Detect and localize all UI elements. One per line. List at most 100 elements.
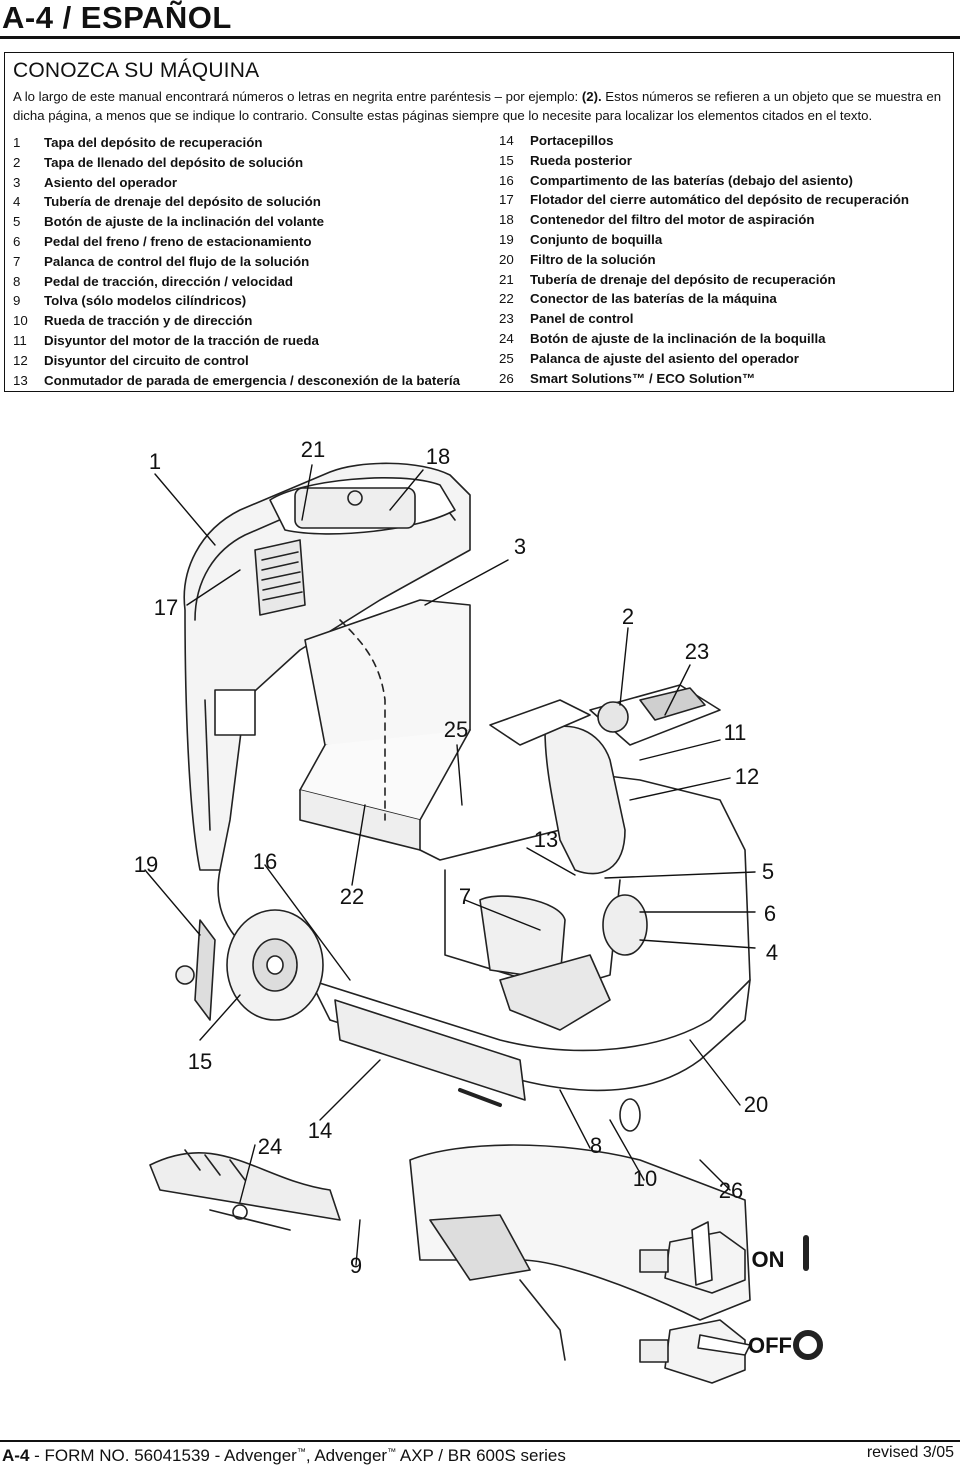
part-number: 14	[499, 133, 514, 148]
part-label: Filtro de la solución	[530, 251, 656, 267]
parts-list-item: 16 Compartimento de las baterías (debajo …	[499, 171, 909, 191]
part-label: Palanca de control del flujo de la soluc…	[44, 253, 310, 269]
part-label: Tubería de drenaje del depósito de recup…	[530, 271, 836, 287]
part-number: 20	[499, 251, 514, 267]
part-label: Portacepillos	[530, 133, 614, 148]
footer-rule	[0, 1440, 960, 1442]
part-number: 25	[499, 350, 514, 366]
callout-20: 20	[743, 1092, 769, 1117]
callout-7: 7	[458, 884, 472, 909]
part-label: Flotador del cierre automático del depós…	[530, 192, 910, 208]
intro-text-1: A lo largo de este manual encontrará núm…	[13, 89, 582, 104]
part-number: 1	[13, 135, 21, 150]
part-label: Tubería de drenaje del depósito de soluc…	[44, 194, 321, 210]
part-number: 21	[499, 271, 514, 287]
callout-4: 4	[765, 940, 779, 965]
parts-list-item: 21 Tubería de drenaje del depósito de rec…	[499, 270, 909, 290]
part-label: Tapa de llenado del depósito de solución	[44, 154, 304, 170]
part-label: Disyuntor del motor de la tracción de ru…	[44, 332, 319, 348]
parts-list-item: 2 Tapa de llenado del depósito de solució…	[13, 153, 460, 173]
part-label: Disyuntor del circuito de control	[44, 352, 249, 368]
part-label: Botón de ajuste de la inclinación de la …	[530, 330, 826, 346]
callout-14: 14	[307, 1118, 333, 1143]
parts-list-item: 20 Filtro de la solución	[499, 250, 909, 270]
parts-list-right: 14 Portacepillos 15 Rueda posterior 16 Compar…	[499, 131, 909, 388]
part-number: 13	[13, 372, 28, 388]
part-number: 3	[13, 174, 21, 190]
part-number: 26	[499, 370, 514, 386]
section-title: CONOZCA SU MÁQUINA	[13, 59, 260, 82]
part-label: Rueda de tracción y de dirección	[44, 313, 253, 329]
part-number: 23	[499, 311, 514, 327]
part-number: 18	[499, 212, 514, 228]
footer-page-label: A-4	[2, 1446, 30, 1465]
callout-12: 12	[734, 764, 760, 789]
intro-text-2: Estos números se refieren a un objeto qu…	[13, 89, 942, 123]
part-label: Conmutador de parada de emergencia / des…	[44, 372, 461, 388]
callout-8: 8	[589, 1133, 603, 1158]
page-footer: A-4 - FORM NO. 56041539 - Advenger™, Adv…	[0, 1440, 960, 1470]
callout-13: 13	[533, 827, 559, 852]
part-number: 7	[13, 253, 21, 269]
part-label: Rueda posterior	[530, 152, 632, 168]
footer-mid-text: , Advenger	[305, 1446, 388, 1465]
part-number: 17	[499, 192, 514, 208]
callout-26: 26	[718, 1178, 744, 1203]
callout-1: 1	[148, 449, 162, 474]
callout-25: 25	[443, 717, 469, 742]
callout-22: 22	[339, 884, 365, 909]
switch-off-label: OFF	[748, 1333, 792, 1358]
parts-list-item: 7 Palanca de control del flujo de la solu…	[13, 252, 460, 272]
callout-21: 21	[300, 437, 326, 462]
callout-24: 24	[257, 1134, 283, 1159]
part-number: 8	[13, 273, 21, 289]
parts-list-item: 25 Palanca de ajuste del asiento del oper…	[499, 349, 909, 369]
callout-6: 6	[763, 901, 777, 926]
callout-15: 15	[187, 1049, 213, 1074]
part-number: 16	[499, 172, 514, 188]
footer-tail-text: AXP / BR 600S series	[396, 1446, 566, 1465]
part-number: 12	[13, 352, 28, 368]
trademark-2: ™	[387, 1446, 397, 1457]
part-label: Tapa del depósito de recuperación	[44, 135, 263, 150]
part-number: 2	[13, 154, 21, 170]
intro-paragraph: A lo largo de este manual encontrará núm…	[13, 87, 949, 125]
switch-on-label: ON	[751, 1247, 785, 1272]
part-label: Compartimento de las baterías (debajo de…	[530, 172, 853, 188]
parts-list-item: 26 Smart Solutions™ / ECO Solution™	[499, 369, 909, 389]
callout-11: 11	[723, 720, 747, 745]
callout-5: 5	[761, 859, 775, 884]
callout-17: 17	[153, 595, 179, 620]
intro-bold-example: (2).	[581, 89, 602, 104]
part-label: Smart Solutions™ / ECO Solution™	[530, 370, 756, 386]
parts-list-item: 1 Tapa del depósito de recuperación	[13, 133, 460, 153]
part-label: Conector de las baterías de la máquina	[530, 291, 777, 307]
parts-list-item: 15 Rueda posterior	[499, 151, 909, 171]
part-label: Conjunto de boquilla	[530, 231, 663, 247]
parts-list-item: 24 Botón de ajuste de la inclinación de l…	[499, 329, 909, 349]
part-label: Contenedor del filtro del motor de aspir…	[530, 212, 815, 228]
trademark-1: ™	[296, 1446, 306, 1457]
parts-list-item: 12 Disyuntor del circuito de control	[13, 351, 460, 371]
part-label: Palanca de ajuste del asiento del operad…	[530, 350, 799, 366]
part-label: Pedal de tracción, dirección / velocidad	[44, 273, 294, 289]
parts-list-item: 8 Pedal de tracción, dirección / velocida…	[13, 272, 460, 292]
callout-18: 18	[425, 444, 451, 469]
callout-3: 3	[513, 534, 527, 559]
parts-list-item: 13 Conmutador de parada de emergencia / d…	[13, 371, 460, 391]
part-number: 24	[499, 330, 514, 346]
callout-9: 9	[349, 1253, 363, 1278]
part-label: Panel de control	[530, 311, 634, 327]
part-label: Tolva (sólo modelos cilíndricos)	[44, 293, 247, 309]
part-number: 15	[499, 152, 514, 168]
parts-list-left: 1 Tapa del depósito de recuperación 2 Tapa …	[13, 133, 460, 390]
part-number: 6	[13, 233, 21, 249]
